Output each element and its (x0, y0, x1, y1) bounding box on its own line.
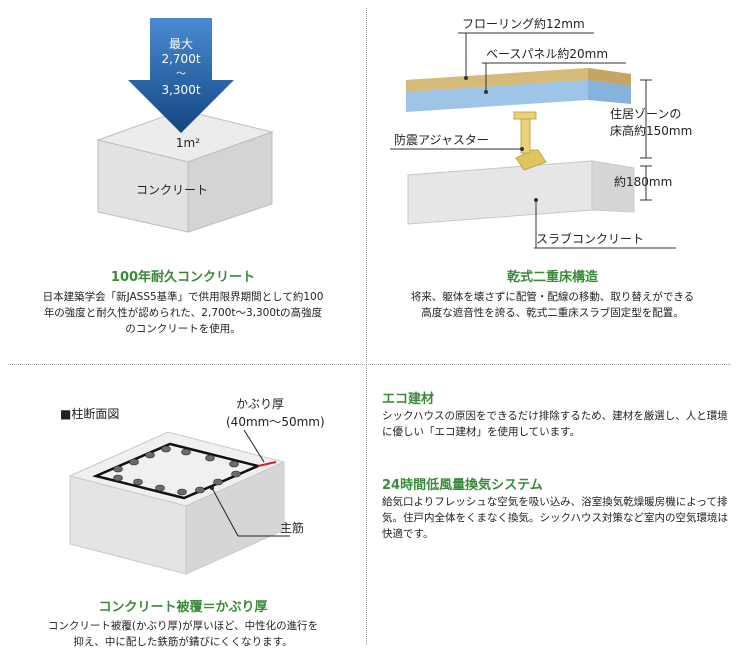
arrow-label-line1: 最大 (169, 37, 193, 51)
arrow-label-line4: 3,300t (161, 83, 200, 97)
panel1-title: 100年耐久コンクリート (110, 270, 256, 285)
panel1-desc-line: 年の強度と耐久性が認められた、2,700t〜3,300tの高強度 (43, 307, 323, 319)
area-label: 1m² (176, 136, 200, 150)
double-floor-diagram: フローリング約12mm ベースパネル約20mm 住居ゾーンの 床高約150mm … (390, 16, 692, 249)
load-arrow (128, 18, 234, 133)
rebar-dot (210, 486, 214, 490)
rebar (213, 478, 223, 486)
rebar-label: 主筋 (280, 520, 304, 535)
concrete-load-diagram: 最大 2,700t 〜 3,300t 1m² コンクリート (96, 18, 274, 233)
concrete-block-side (187, 131, 273, 233)
panel2-desc-line: 将来、躯体を壊さずに配管・配線の移動、取り替えができる (410, 291, 695, 303)
panel3-title: コンクリート被覆＝かぶり厚 (98, 600, 268, 615)
panel3-desc-line: 抑え、中に配した鉄筋が錆びにくくなります。 (73, 636, 293, 648)
slab-height-label: 約180mm (614, 174, 672, 189)
panel1-desc: 日本建築学会「新JASS5基準」で供用限界期間として約100 年の強度と耐久性が… (0, 289, 366, 337)
cover-label-line2: (40mm〜50mm) (226, 415, 325, 429)
rebar (145, 451, 155, 459)
base-panel-side (588, 80, 631, 104)
slab-dot (534, 198, 538, 202)
adjuster-head (513, 111, 537, 120)
block-label: コンクリート (136, 183, 208, 197)
flooring-side (588, 68, 631, 86)
flooring-front (406, 68, 588, 92)
slab-front (407, 160, 593, 225)
panel2-title: 乾式二重床構造 (506, 270, 598, 285)
column-section-diagram: ■柱断面図 かぶり厚 (40mm〜50mm) 主筋 (60, 397, 325, 575)
panel2-desc-line: 高度な遮音性を誇る、乾式二重床スラブ固定型を配置。 (421, 307, 684, 319)
rebar (231, 470, 241, 478)
section-label: ■柱断面図 (60, 406, 119, 421)
panel1-desc-line: のコンクリートを使用。 (125, 323, 241, 335)
rebar (155, 484, 165, 492)
rebar (177, 488, 187, 496)
rebar-leader (211, 487, 239, 537)
panel2-desc: 将来、躯体を壊さずに配管・配線の移動、取り替えができる 高度な遮音性を誇る、乾式… (366, 289, 739, 321)
arrow-label-line2: 2,700t (161, 52, 200, 66)
panel3-desc: コンクリート被覆(かぶり厚)が厚いほど、中性化の進行を 抑え、中に配した鉄筋が錆… (0, 618, 366, 650)
eco-desc: シックハウスの原因をできるだけ排除するため、建材を厳選し、人と環境に優しい「エコ… (382, 410, 728, 438)
rebar (113, 474, 123, 482)
rebar (195, 486, 205, 494)
cover-label-line1: かぶり厚 (236, 397, 284, 411)
rebar (205, 454, 215, 462)
rebar (129, 458, 139, 466)
eco-title: エコ建材 (382, 392, 435, 407)
zone-label-line2: 床高約150mm (610, 123, 692, 138)
rebar (113, 465, 123, 473)
column-block-side (185, 461, 285, 575)
arrow-label-line3: 〜 (176, 69, 186, 80)
slab-label: スラブコンクリート (536, 231, 644, 246)
flooring-label: フローリング約12mm (462, 16, 585, 31)
panel1-desc-line: 日本建築学会「新JASS5基準」で供用限界期間として約100 (42, 291, 324, 303)
base-panel-front (406, 80, 588, 112)
rebar (161, 445, 171, 453)
flooring-dot (464, 76, 468, 80)
rebar (229, 460, 239, 468)
base-panel-dot (484, 90, 488, 94)
rebar (181, 448, 191, 456)
cover-marker (257, 461, 277, 467)
panel3-desc-line: コンクリート被覆(かぶり厚)が厚いほど、中性化の進行を (47, 620, 319, 632)
cover-leader (243, 429, 265, 463)
rebar (133, 478, 143, 486)
slab-side (591, 160, 635, 213)
adjuster-dot (520, 147, 524, 151)
horizontal-divider (8, 364, 731, 365)
vertical-divider (366, 8, 367, 645)
base-panel-label: ベースパネル約20mm (486, 46, 608, 61)
vent-desc: 給気口よりフレッシュな空気を吸い込み、浴室換気乾燥暖房機によって排気。住戸内全体… (382, 496, 728, 540)
adjuster-label: 防震アジャスター (394, 132, 489, 147)
rebar-group (113, 445, 241, 496)
vent-title: 24時間低風量換気システム (382, 478, 543, 493)
